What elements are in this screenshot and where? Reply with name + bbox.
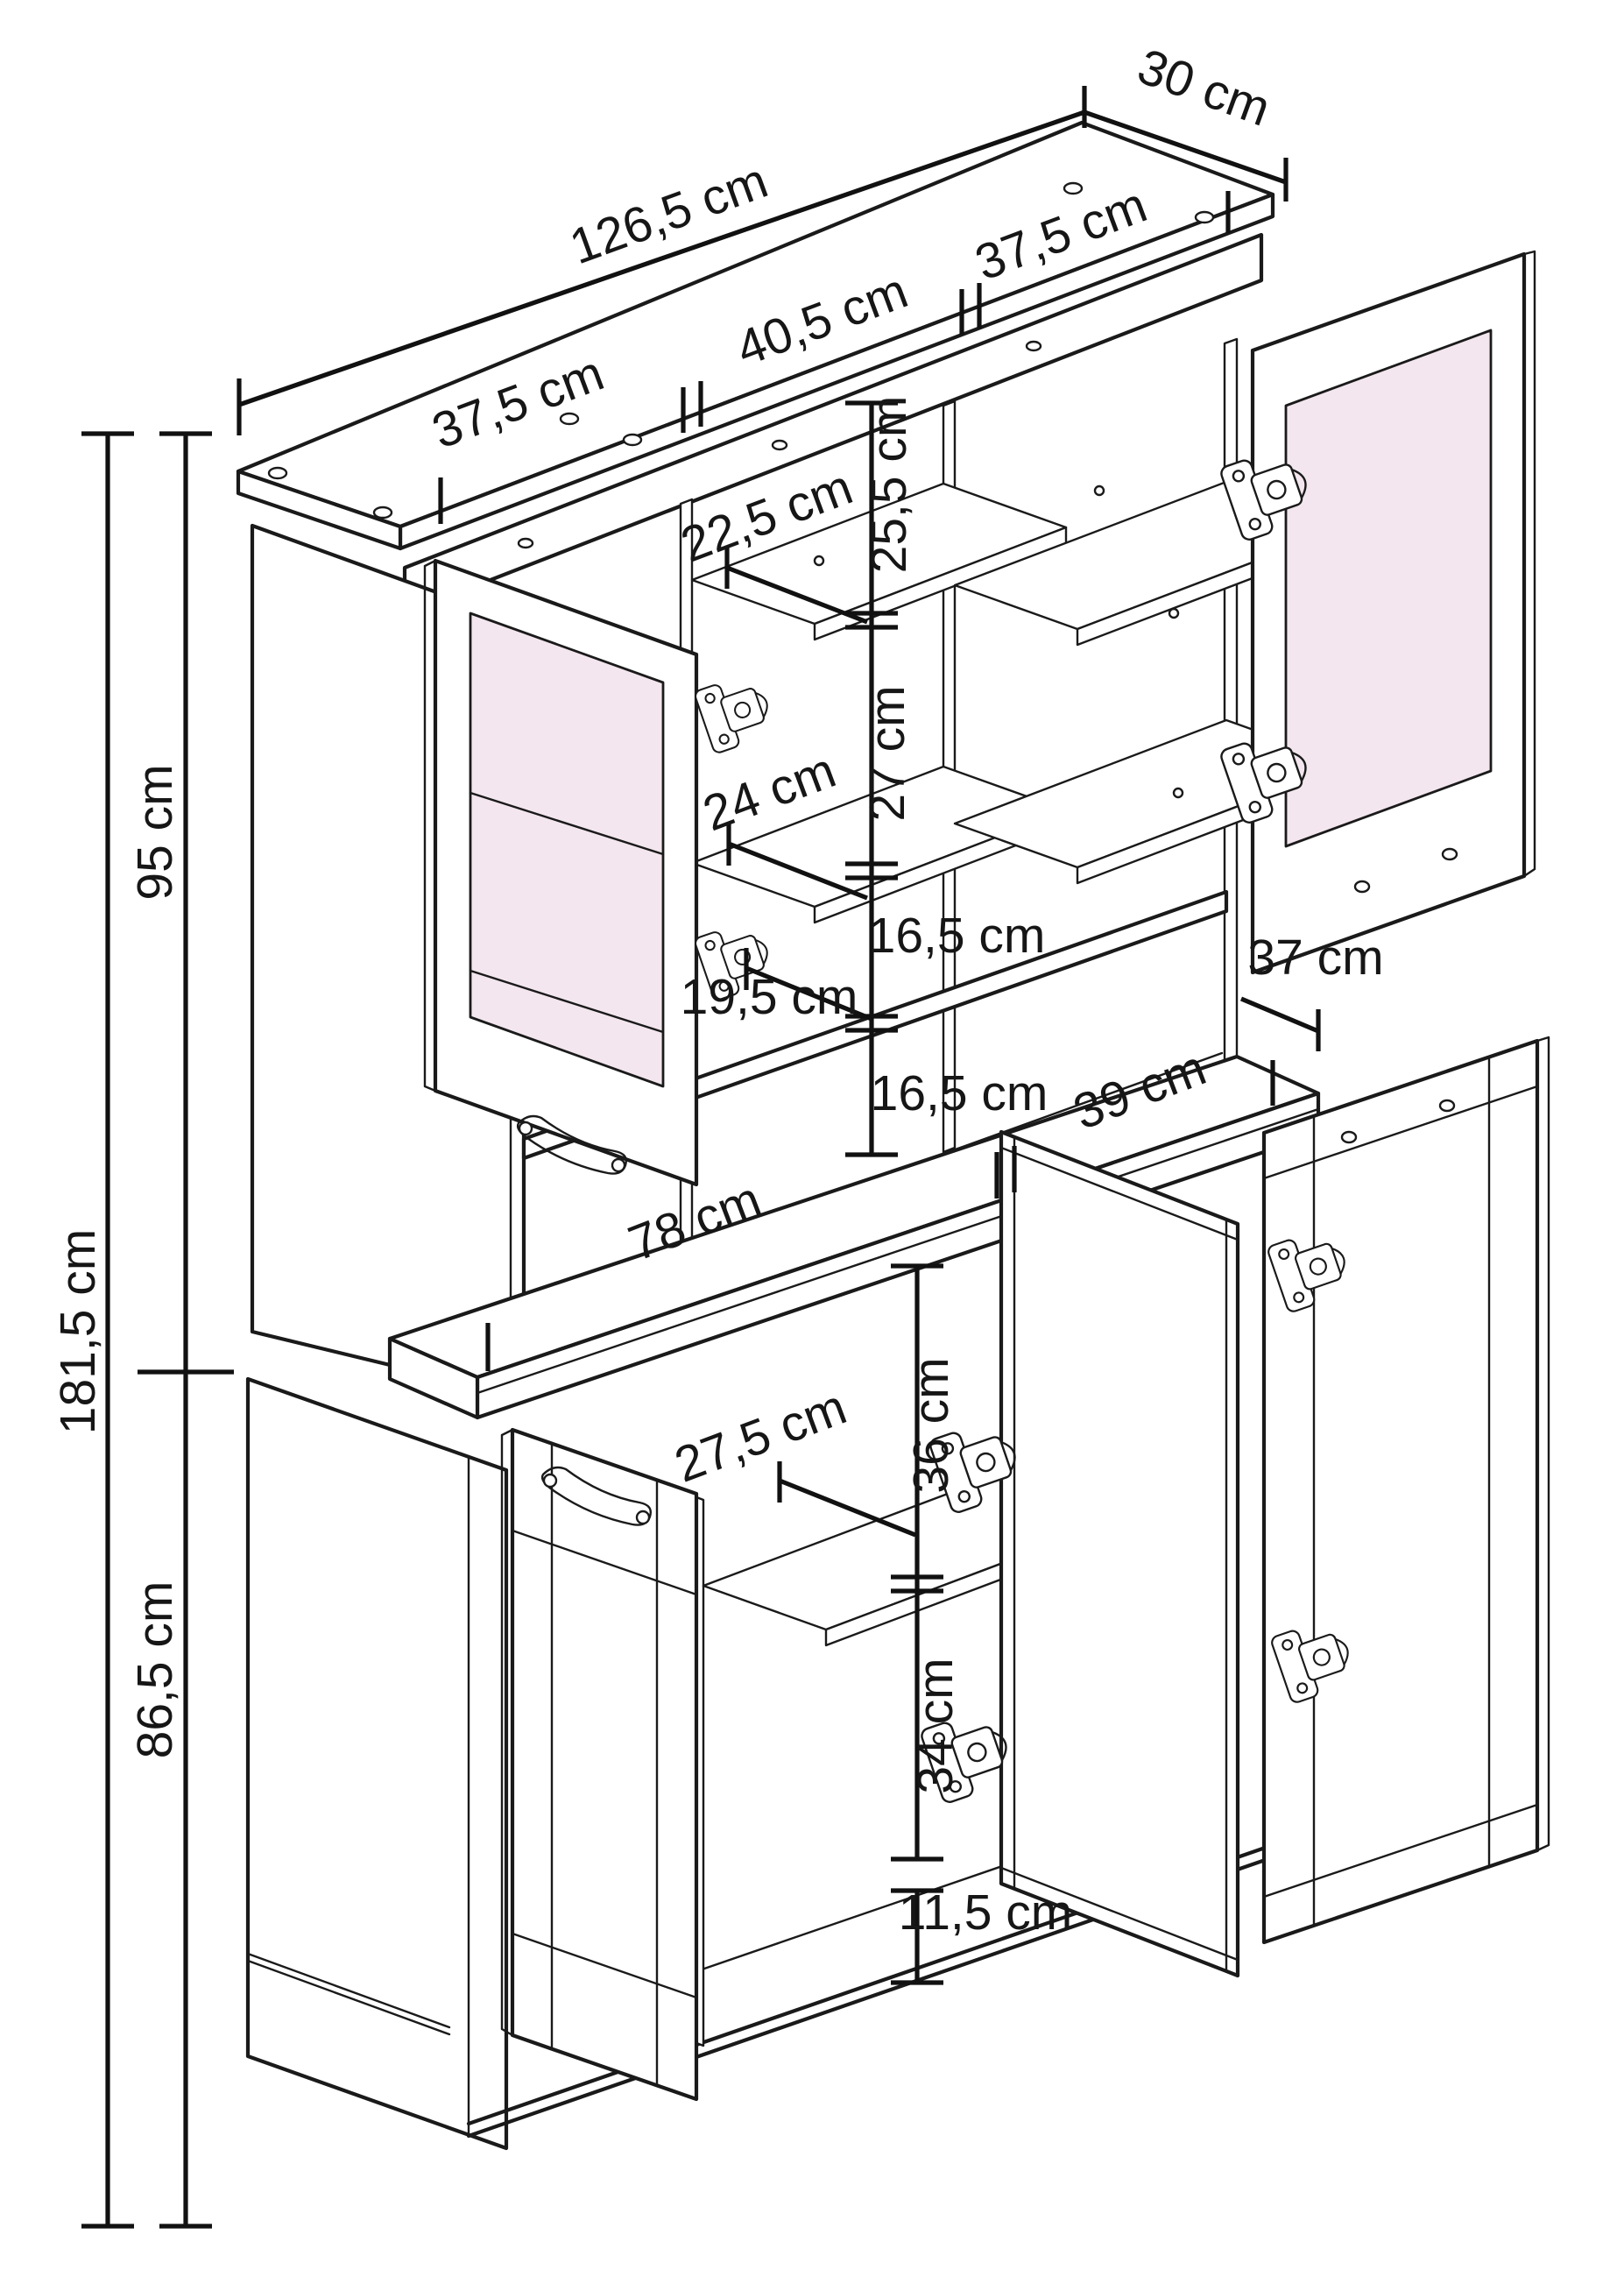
lower-right-door: [1261, 1036, 1550, 1945]
label-upper-height: 95 cm: [127, 764, 183, 900]
label-shelf-depth-low: 19,5 cm: [681, 969, 858, 1025]
door-handle: [516, 1114, 627, 1175]
label-depth-right: 37 cm: [1247, 930, 1383, 986]
label-total-height: 181,5 cm: [50, 1229, 106, 1434]
lower-middle-door: [999, 1129, 1240, 1978]
upper-left-glass-door: [423, 558, 699, 1187]
lower-left-door: [500, 1427, 699, 2102]
label-gap-top: 25,5 cm: [861, 396, 917, 574]
crown-board: [236, 120, 1275, 551]
label-plinth-height: 11,5 cm: [899, 1884, 1073, 1941]
label-niche-upper: 16,5 cm: [868, 908, 1046, 964]
label-lower-gap-lower: 34 cm: [907, 1658, 964, 1793]
dimension-lines: [81, 86, 1321, 2229]
upper-right-glass-door: [1250, 250, 1536, 975]
label-depth-top: 30 cm: [1131, 39, 1278, 138]
label-lower-shelf-depth: 27,5 cm: [667, 1379, 853, 1494]
label-gap-middle: 27 cm: [859, 685, 915, 821]
label-niche-lower: 16,5 cm: [871, 1065, 1049, 1121]
hinge-icon: [692, 669, 779, 755]
door-handle: [540, 1466, 652, 1526]
label-lower-gap-upper: 36 cm: [903, 1357, 959, 1493]
label-lower-height: 86,5 cm: [127, 1581, 183, 1759]
